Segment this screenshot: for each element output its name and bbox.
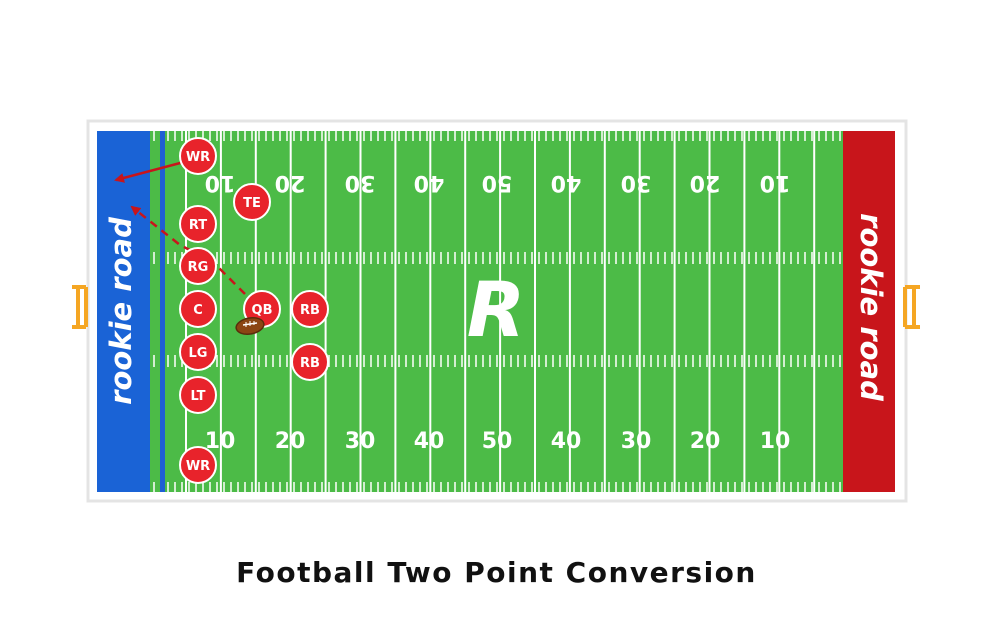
player-rb-top: RB (291, 290, 329, 328)
left-endzone (97, 131, 150, 492)
football-icon (235, 317, 265, 335)
right-endzone (843, 131, 895, 492)
player-lt: LT (179, 376, 217, 414)
yard-number-top: 50 (482, 170, 513, 195)
diagram-caption: Football Two Point Conversion (236, 556, 757, 589)
player-label: WR (186, 459, 210, 474)
hash-marks (153, 131, 841, 492)
player-rt: RT (179, 205, 217, 243)
yard-number-bottom: 40 (414, 429, 445, 454)
left-endzone-brand-text: rookie road (104, 217, 138, 405)
player-label: RT (189, 218, 207, 233)
center-logo-letter: R (467, 265, 526, 354)
right-goalpost-icon (903, 285, 920, 329)
player-lg: LG (179, 333, 217, 371)
player-wr-bottom: WR (179, 446, 217, 484)
yard-number-bottom: 30 (345, 429, 376, 454)
yard-number-bottom: 40 (551, 429, 582, 454)
yard-numbers-top: 10 20 30 40 50 40 30 20 10 (205, 170, 791, 195)
player-label: LT (191, 389, 206, 404)
player-c: C (179, 290, 217, 328)
player-rg: RG (179, 247, 217, 285)
player-label: RB (300, 303, 320, 318)
yard-number-bottom: 20 (690, 429, 721, 454)
yard-lines (185, 131, 816, 492)
player-label: TE (243, 196, 261, 211)
left-goalpost-icon (72, 285, 88, 329)
player-label: RG (188, 260, 209, 275)
yard-number-top: 40 (414, 170, 445, 195)
player-label: C (193, 303, 203, 318)
right-endzone-brand-text: rookie road (854, 213, 888, 401)
yard-number-top: 30 (345, 170, 376, 195)
yard-number-top: 20 (690, 170, 721, 195)
player-label: LG (189, 346, 208, 361)
yard-number-bottom: 10 (205, 429, 236, 454)
yard-number-top: 30 (621, 170, 652, 195)
center-logo: R (467, 265, 526, 354)
player-label: QB (252, 303, 273, 318)
player-wr-top: WR (179, 137, 217, 175)
yard-numbers-bottom: 10 20 30 40 50 40 30 20 10 (205, 429, 791, 454)
yard-number-bottom: 10 (760, 429, 791, 454)
yard-number-top: 40 (551, 170, 582, 195)
wr-route-arrow (114, 160, 185, 183)
goal-line (160, 131, 165, 492)
yard-number-top: 20 (275, 170, 306, 195)
yard-number-top: 10 (760, 170, 791, 195)
yard-number-bottom: 30 (621, 429, 652, 454)
player-rb-bottom: RB (291, 343, 329, 381)
player-te: TE (233, 183, 271, 221)
player-label: RB (300, 356, 320, 371)
yard-number-top: 10 (205, 170, 236, 195)
yard-number-bottom: 20 (275, 429, 306, 454)
yard-number-bottom: 50 (482, 429, 513, 454)
player-label: WR (186, 150, 210, 165)
